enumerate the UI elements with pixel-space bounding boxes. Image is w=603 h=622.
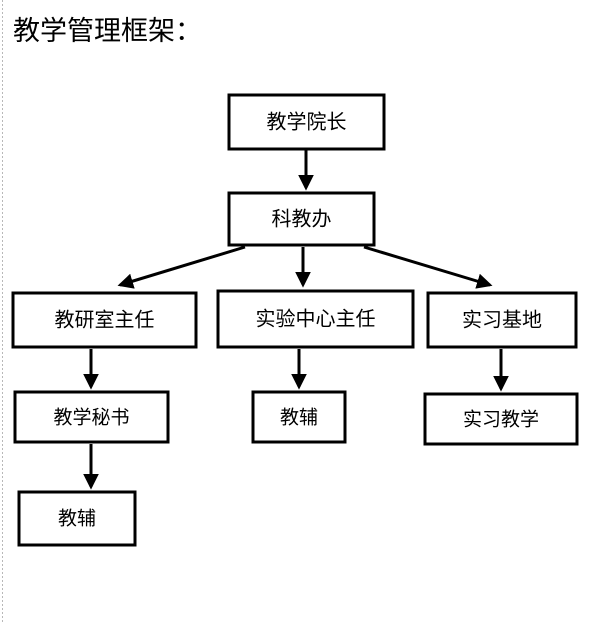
edge-office-to-teaching-research-director (117, 245, 246, 289)
node-experiment-center-director[interactable]: 实验中心主任 (216, 289, 415, 349)
node-label-teaching-aid-left: 教辅 (58, 508, 96, 530)
node-label-experiment-center-director: 实验中心主任 (256, 307, 376, 331)
left-margin-rule (2, 0, 3, 622)
node-internship-teaching[interactable]: 实习教学 (423, 392, 579, 446)
node-teaching-aid-left[interactable]: 教辅 (17, 490, 137, 547)
node-science-education-office[interactable]: 科教办 (227, 191, 376, 247)
node-internship-base[interactable]: 实习基地 (426, 291, 578, 349)
page-title: 教学管理框架： (13, 16, 202, 47)
node-layer: 教学院长 科教办 教研室主任 实验中心主任 实习基地 教学秘书 (11, 93, 579, 547)
node-label-internship-base: 实习基地 (462, 308, 542, 332)
node-label-teaching-dean: 教学院长 (267, 110, 347, 134)
node-label-teaching-aid-center: 教辅 (280, 407, 318, 429)
node-teaching-secretary[interactable]: 教学秘书 (13, 390, 170, 444)
edge-office-to-internship-base (363, 245, 493, 289)
node-teaching-dean[interactable]: 教学院长 (227, 93, 386, 151)
node-label-teaching-secretary: 教学秘书 (53, 407, 129, 429)
node-label-teaching-research-director: 教研室主任 (55, 308, 155, 332)
node-teaching-aid-center[interactable]: 教辅 (251, 390, 347, 444)
node-label-internship-teaching: 实习教学 (463, 409, 539, 431)
node-label-science-education-office: 科教办 (272, 207, 332, 231)
node-teaching-research-director[interactable]: 教研室主任 (11, 291, 198, 349)
edge-layer (83, 149, 509, 490)
